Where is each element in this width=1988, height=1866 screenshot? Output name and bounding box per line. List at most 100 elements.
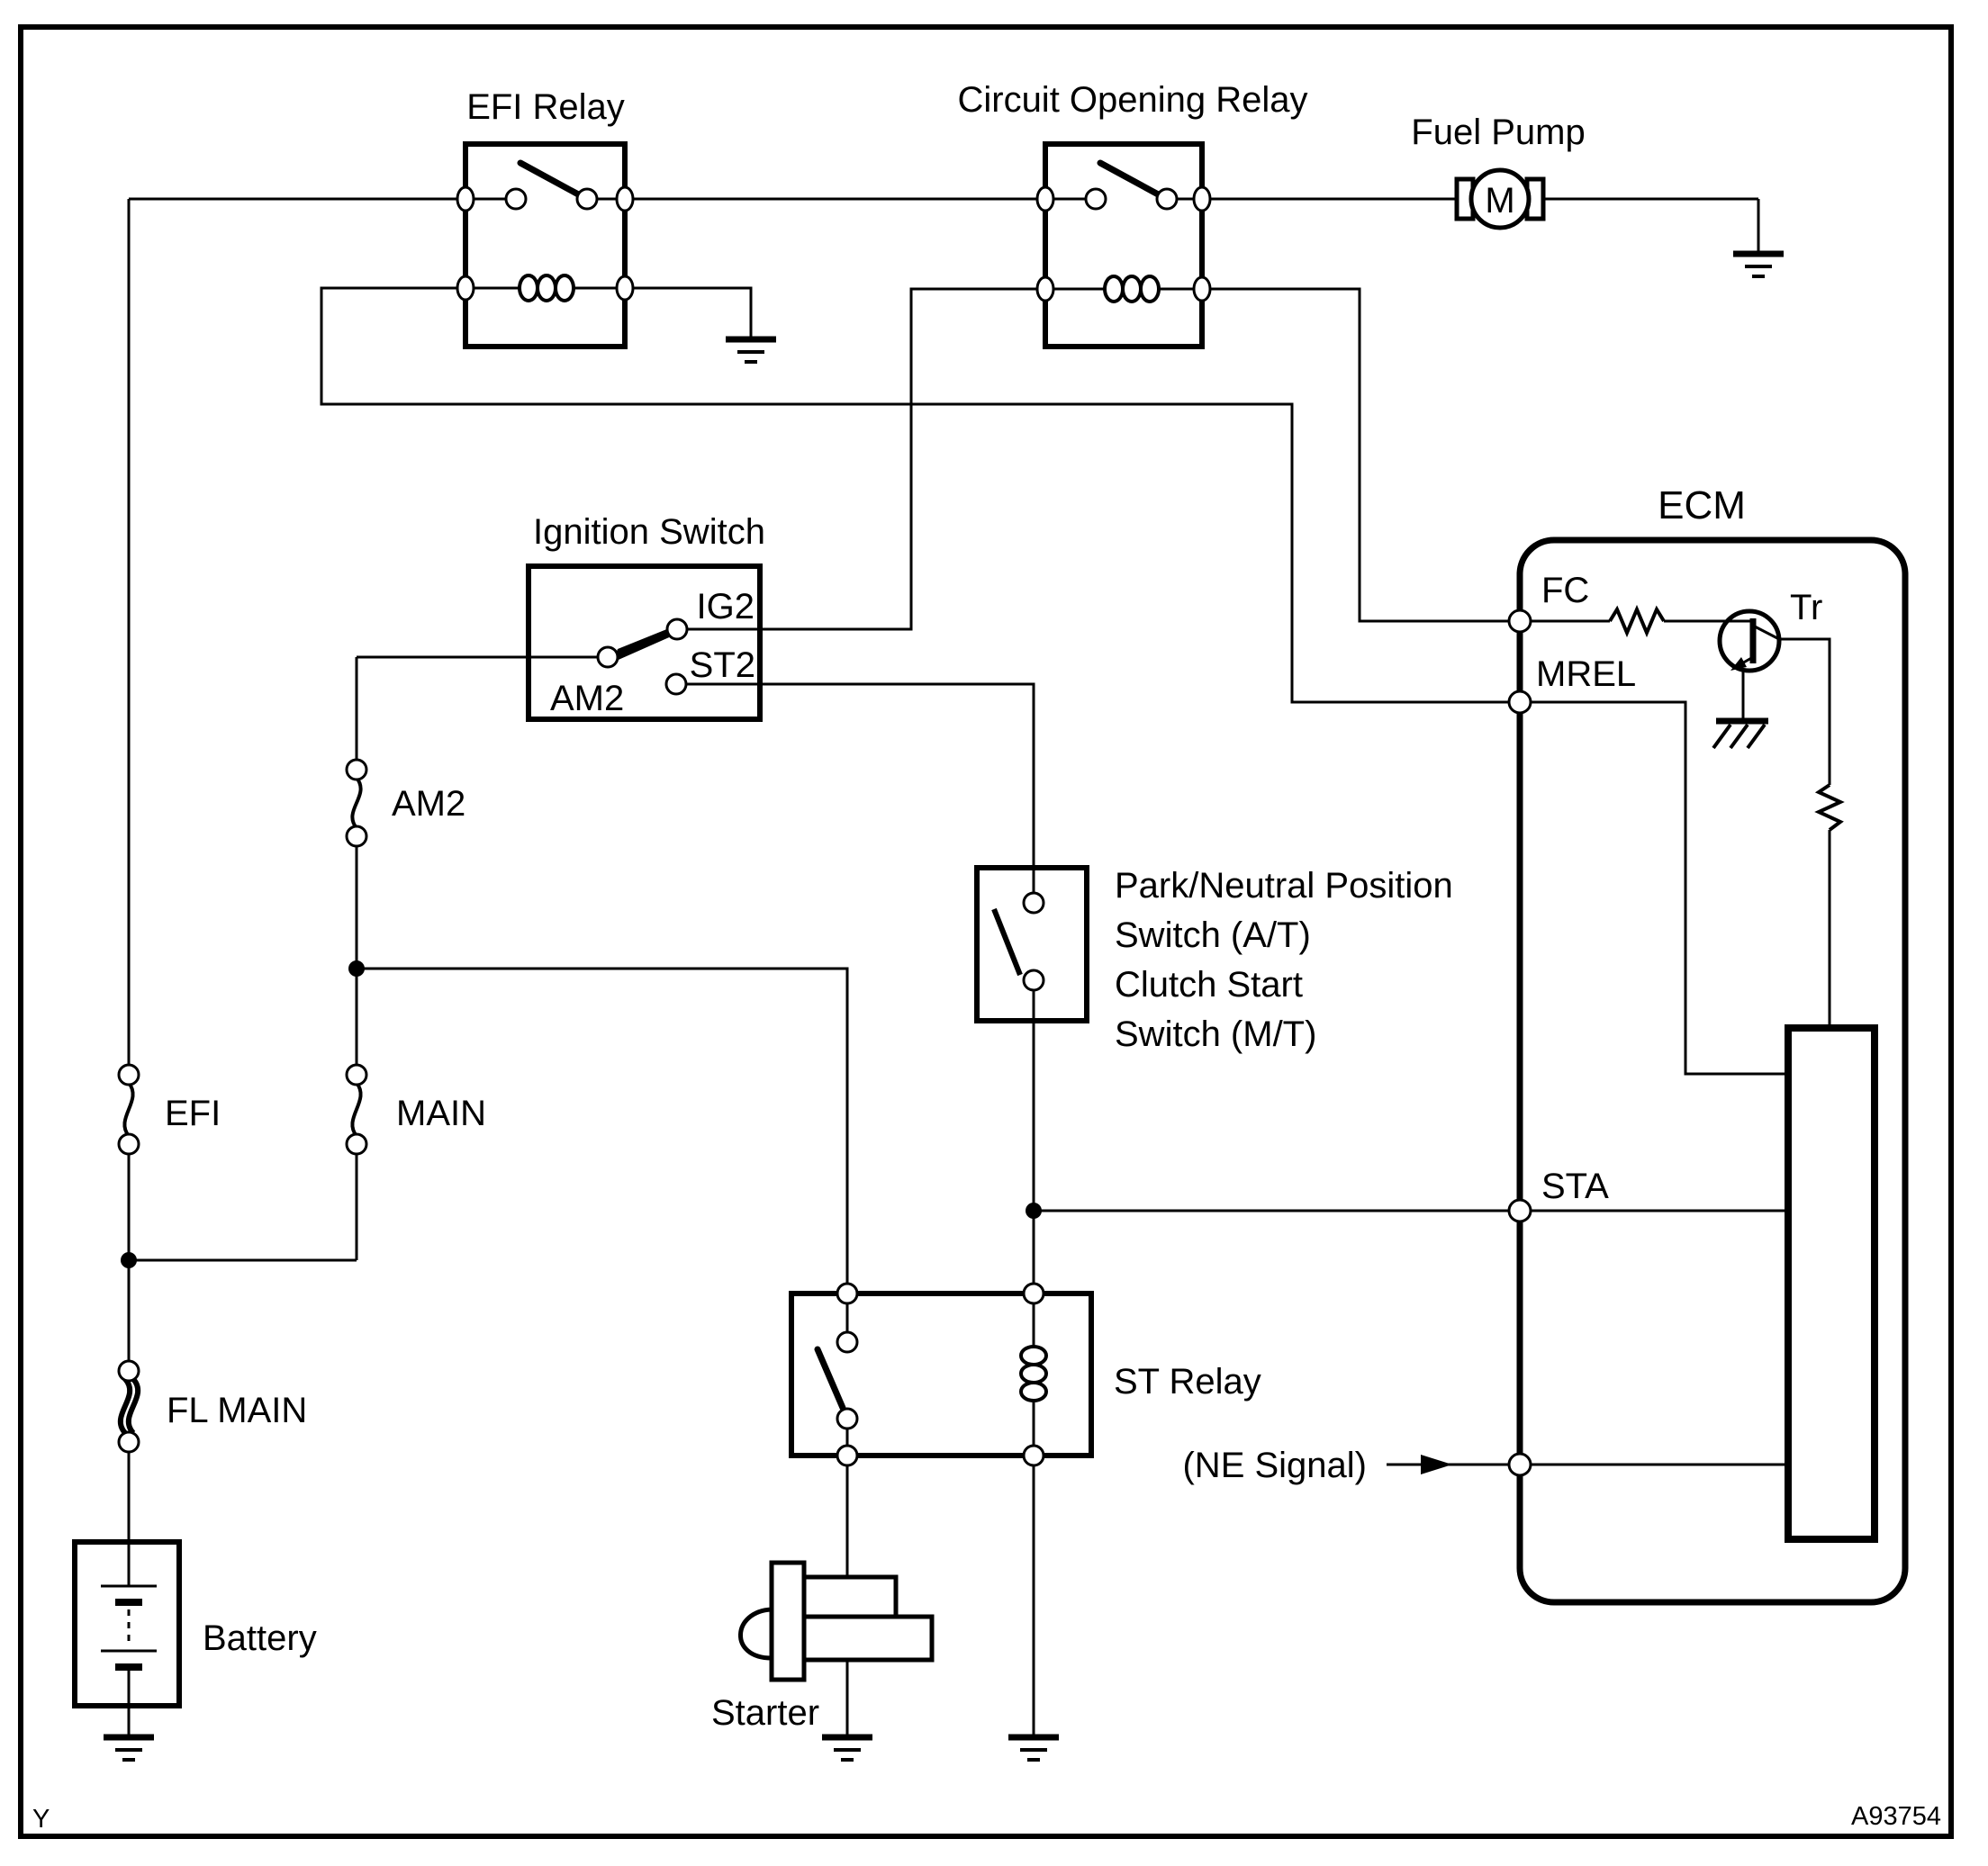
ig2-label: IG2: [697, 587, 755, 627]
battery: Battery: [72, 1539, 317, 1762]
fuse-cap: [345, 758, 368, 781]
ground-hatch: [1712, 723, 1767, 750]
pnp-label-line3: Clutch Start: [1115, 965, 1303, 1005]
circuit-opening-relay-box: [1043, 141, 1205, 349]
fuse-am2: AM2: [345, 758, 465, 848]
efi-relay-coil: [554, 274, 575, 302]
fuel-pump-motor-circle: [1468, 167, 1532, 230]
fuse-main: MAIN: [345, 1063, 486, 1156]
efi-relay: EFI Relay: [456, 87, 635, 349]
transistor-collector: [1752, 624, 1780, 641]
pnp-switch-blade: [991, 907, 1023, 977]
battery-ground: [104, 1734, 154, 1762]
efi-relay-terminal: [615, 275, 635, 302]
cor-terminal: [1035, 185, 1055, 212]
efi-relay-label: EFI Relay: [466, 87, 625, 127]
am2-terminal-circle: [596, 645, 619, 669]
fuse-cap: [117, 1359, 140, 1383]
page-code: Y: [32, 1805, 50, 1834]
mrel-label: MREL: [1536, 654, 1636, 694]
starter-hook: [738, 1607, 773, 1661]
ignition-switch-label: Ignition Switch: [533, 512, 765, 552]
circuit-opening-relay-label: Circuit Opening Relay: [957, 80, 1307, 120]
starter-solenoid-bar: [769, 1560, 807, 1682]
wire-battery-bus: [127, 197, 465, 1542]
am2-terminal-label: AM2: [550, 679, 624, 718]
st2-terminal-circle: [664, 672, 688, 696]
junction-dot-sta: [1026, 1203, 1042, 1219]
ecm: ECM Tr (NE Signal) FC MREL STA: [1182, 483, 1909, 1606]
collector-resistor: [1814, 783, 1845, 832]
starter: Starter: [711, 1560, 1059, 1762]
pnp-switch-box: [974, 865, 1089, 1023]
ground-bars: [834, 1748, 861, 1762]
ignition-switch-box: [526, 563, 763, 722]
transistor-emitter-arrow: [1730, 657, 1747, 671]
pnp-contact-bottom: [1022, 969, 1045, 992]
transistor-circle: [1717, 608, 1782, 673]
junction-dot-battery-bus: [121, 1252, 137, 1268]
fuse-cap: [117, 1132, 140, 1156]
cor-contact-left: [1084, 187, 1107, 211]
fuel-pump-label: Fuel Pump: [1411, 113, 1585, 152]
efi-relay-contact-left: [504, 187, 528, 211]
starter-ground: [822, 1734, 872, 1762]
fuse-cap: [117, 1063, 140, 1086]
st-relay: ST Relay: [789, 1282, 1261, 1467]
park-neutral-switch: Park/Neutral Position Switch (A/T) Clutc…: [974, 865, 1453, 1054]
ecm-terminal-mrel: [1507, 690, 1532, 715]
efi-relay-box: [463, 141, 628, 349]
wires: [127, 197, 1831, 1735]
st-relay-terminal: [836, 1282, 859, 1305]
st-relay-contact-moving: [836, 1407, 859, 1430]
wire-fc-external: [1159, 287, 1509, 623]
ecm-terminal-ne: [1507, 1452, 1532, 1477]
ground-bars: [115, 1748, 142, 1762]
wire-mrel-external: [320, 286, 1509, 704]
cor-terminal: [1192, 185, 1212, 212]
st-relay-box: [789, 1291, 1094, 1458]
fl-main-label: FL MAIN: [167, 1391, 307, 1430]
ne-signal-arrow: [1421, 1455, 1452, 1474]
wire-junction-to-st-relay: [357, 967, 849, 1284]
fc-label: FC: [1541, 571, 1589, 610]
starter-label: Starter: [711, 1693, 819, 1733]
st-relay-terminal: [836, 1444, 859, 1467]
ground-bars: [1745, 265, 1772, 278]
st-relay-coil-ground: [1008, 1734, 1059, 1762]
wire-am2-branch: [355, 655, 598, 1260]
fc-resistor: [1608, 604, 1666, 638]
ecm-outline: [1516, 536, 1909, 1606]
fuse-cap: [117, 1430, 140, 1454]
st-relay-contact-fixed: [836, 1330, 859, 1354]
fusible-link-fl-main: FL MAIN: [117, 1359, 307, 1454]
pnp-label-line4: Switch (M/T): [1115, 1014, 1316, 1054]
efi-relay-contact-right: [575, 187, 599, 211]
st-relay-coil: [1019, 1381, 1048, 1402]
efi-relay-terminal: [456, 185, 475, 212]
diagram-frame: [18, 24, 1954, 1839]
fuse-efi: EFI: [117, 1063, 221, 1156]
cor-coil: [1139, 275, 1161, 303]
ecm-internal-block: [1785, 1024, 1878, 1543]
transistor-label: Tr: [1790, 588, 1822, 627]
wire-pump-to-ground: [1543, 197, 1760, 252]
junction-dot-am2-branch: [348, 960, 365, 977]
starter-body-lower: [801, 1614, 935, 1663]
fuse-element: [350, 1081, 363, 1138]
cor-contact-right: [1155, 187, 1179, 211]
st2-label: ST2: [690, 645, 755, 685]
st-relay-terminal: [1022, 1282, 1045, 1305]
efi-fuse-label: EFI: [165, 1094, 221, 1133]
efi-relay-terminal: [615, 185, 635, 212]
fuel-pump: M Fuel Pump: [1411, 113, 1784, 278]
fuse-cap: [345, 825, 368, 848]
wire-mrel-internal: [1531, 700, 1788, 1076]
st-relay-blade: [814, 1346, 846, 1411]
fuse-element: [350, 776, 363, 830]
efi-coil-ground: [726, 336, 776, 364]
wire-collector-branch: [1779, 637, 1831, 1028]
fusible-link-element: [117, 1376, 133, 1436]
ecm-label: ECM: [1658, 483, 1746, 527]
am2-fuse-label: AM2: [392, 784, 465, 824]
